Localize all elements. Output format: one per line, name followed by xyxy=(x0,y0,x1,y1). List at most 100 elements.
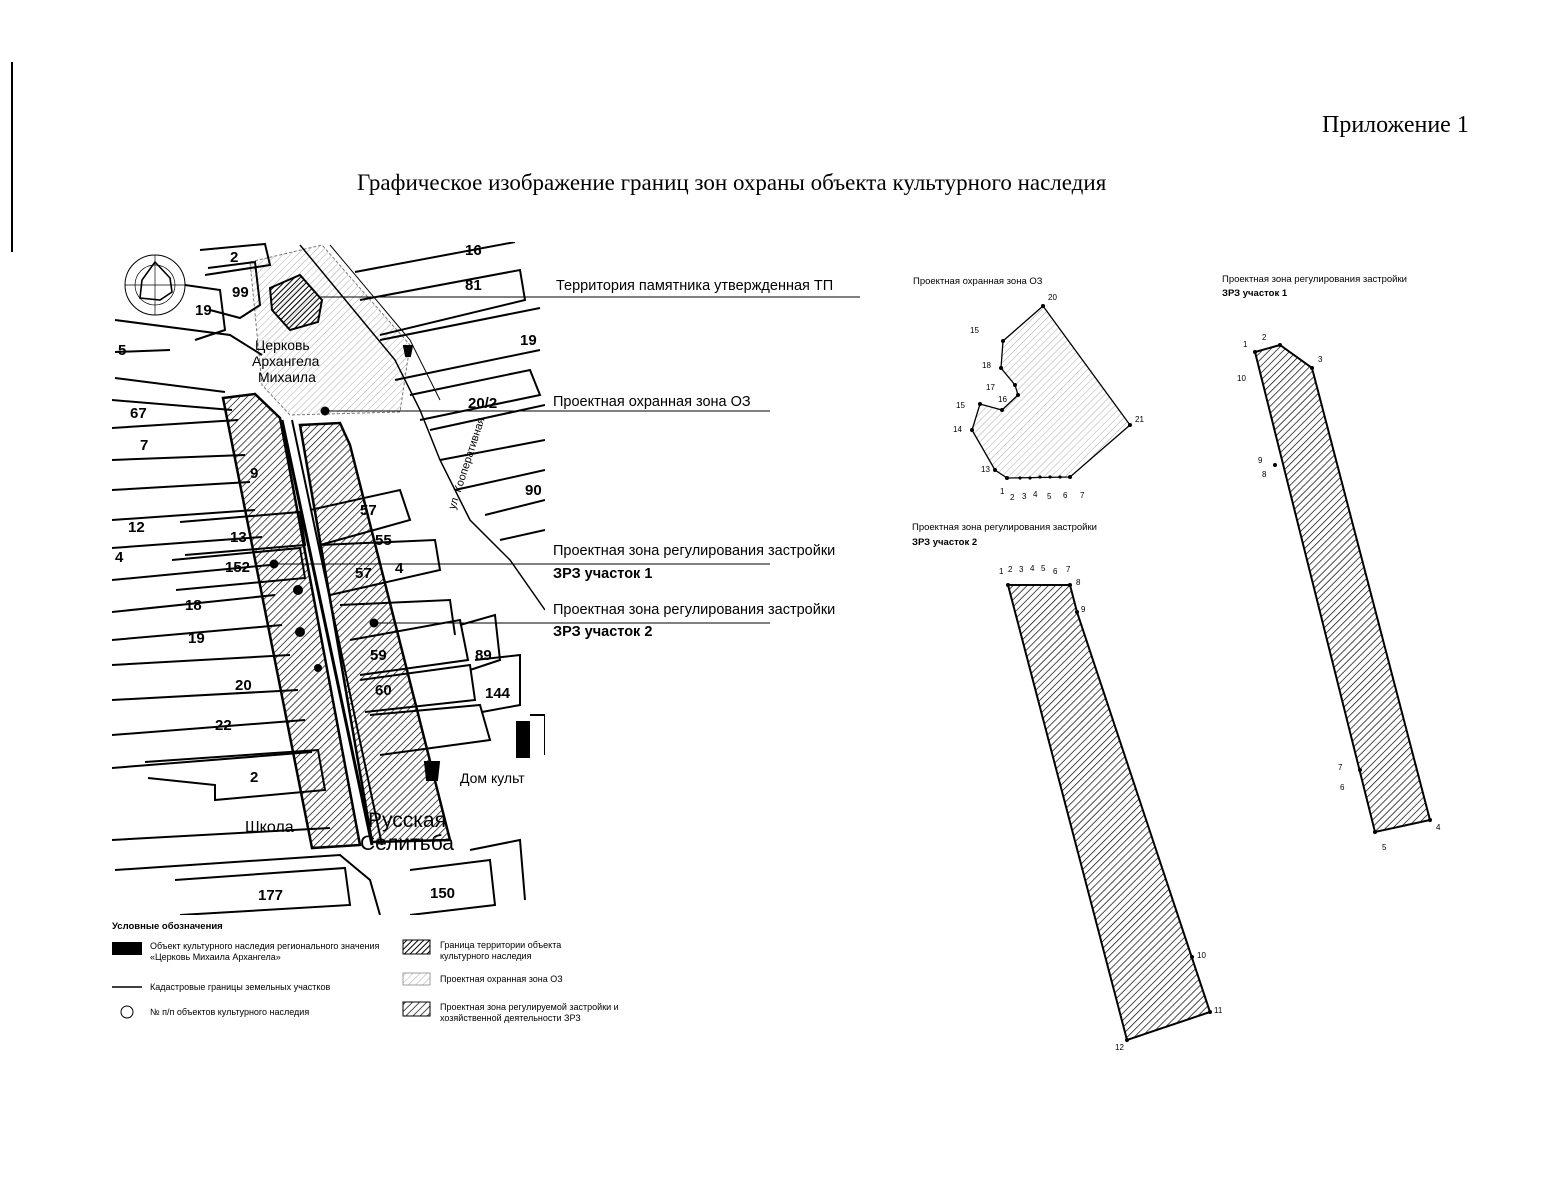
lot-number: 81 xyxy=(465,277,482,294)
district-label-line1: Русская xyxy=(368,809,446,832)
oz-diagram-title: Проектная охранная зона ОЗ xyxy=(913,276,1043,287)
lot-number: 19 xyxy=(188,630,205,647)
svg-text:7: 7 xyxy=(1066,565,1071,574)
cadastral-map xyxy=(112,242,545,915)
svg-text:8: 8 xyxy=(1262,470,1267,479)
svg-text:2: 2 xyxy=(1010,493,1015,502)
lot-number: 16 xyxy=(465,242,482,259)
lot-number: 150 xyxy=(430,885,455,902)
callout-zrz2-line2: ЗРЗ участок 2 xyxy=(553,624,653,640)
svg-text:6: 6 xyxy=(1340,783,1345,792)
legend-item-oz: Проектная охранная зона ОЗ xyxy=(440,974,563,984)
svg-text:2: 2 xyxy=(1008,565,1013,574)
street-label: ул. Кооперативная xyxy=(446,416,487,511)
lot-number: 2 xyxy=(230,249,238,266)
lot-number: 89 xyxy=(475,647,492,664)
svg-text:3: 3 xyxy=(1019,565,1024,574)
lot-number: 9 xyxy=(250,465,258,482)
svg-text:1: 1 xyxy=(1243,340,1248,349)
oz-zone-diagram xyxy=(970,304,1132,480)
svg-text:15: 15 xyxy=(956,401,965,410)
lot-number: 20 xyxy=(235,677,252,694)
compass-rose-icon xyxy=(124,254,186,316)
svg-text:18: 18 xyxy=(982,361,991,370)
legend-heading: Условные обозначения xyxy=(112,921,223,932)
district-label-line2: Селитьба xyxy=(360,832,454,855)
legend-item-territory: Граница территории объекта культурного н… xyxy=(440,940,562,961)
callout-leaders xyxy=(274,296,860,624)
callout-zrz2-line1: Проектная зона регулирования застройки xyxy=(553,602,836,618)
legend-swatches xyxy=(112,939,431,1019)
svg-text:2: 2 xyxy=(1262,333,1267,342)
lot-number: 144 xyxy=(485,685,511,702)
svg-text:3: 3 xyxy=(1022,492,1027,501)
svg-text:17: 17 xyxy=(986,383,995,392)
house-of-culture-label: Дом культ xyxy=(460,770,525,786)
lot-number: 2 xyxy=(250,769,258,786)
lot-number: 12 xyxy=(128,519,145,536)
svg-text:8: 8 xyxy=(1076,578,1081,587)
callout-territory: Территория памятника утвержденная ТП xyxy=(556,278,834,294)
svg-text:4: 4 xyxy=(1030,564,1035,573)
lot-number: 59 xyxy=(370,647,387,664)
svg-text:16: 16 xyxy=(998,395,1007,404)
svg-text:4: 4 xyxy=(1033,490,1038,499)
oz-zone-area xyxy=(249,244,411,416)
svg-text:6: 6 xyxy=(1053,567,1058,576)
svg-text:1: 1 xyxy=(999,567,1004,576)
legend-item-zrz: Проектная зона регулируемой застройки и … xyxy=(440,1002,619,1023)
svg-text:5: 5 xyxy=(1041,564,1046,573)
zrz1-diagram xyxy=(1253,343,1432,834)
lot-number: 4 xyxy=(395,560,404,577)
svg-text:5: 5 xyxy=(1047,492,1052,501)
zrz2-diagram-title-line1: Проектная зона регулирования застройки xyxy=(912,522,1097,533)
svg-text:13: 13 xyxy=(981,465,990,474)
svg-text:14: 14 xyxy=(953,425,962,434)
lot-number: 20/2 xyxy=(468,395,497,412)
svg-text:11: 11 xyxy=(1214,1006,1223,1015)
church-label-line2: Архангела xyxy=(252,353,320,369)
svg-text:15: 15 xyxy=(970,326,979,335)
svg-text:1: 1 xyxy=(1000,487,1005,496)
lot-number: 67 xyxy=(130,405,147,422)
zrz1-diagram-title-line1: Проектная зона регулирования застройки xyxy=(1222,274,1407,285)
svg-text:7: 7 xyxy=(1080,491,1085,500)
lot-number: 55 xyxy=(375,532,392,549)
lot-number: 90 xyxy=(525,482,542,499)
svg-text:6: 6 xyxy=(1063,491,1068,500)
svg-text:4: 4 xyxy=(1436,823,1441,832)
lot-number: 4 xyxy=(115,549,124,566)
lot-number: 7 xyxy=(140,437,148,454)
svg-text:3: 3 xyxy=(1318,355,1323,364)
lot-number-labels: 2 99 19 16 81 19 67 7 9 20/2 12 13 152 1… xyxy=(115,242,542,904)
scan-margin-mark xyxy=(11,62,13,252)
svg-text:5: 5 xyxy=(1382,843,1387,852)
svg-text:10: 10 xyxy=(1237,374,1246,383)
legend-item-number: № п/п объектов культурного наследия xyxy=(150,1007,310,1017)
school-label: Школа xyxy=(245,819,294,836)
svg-text:21: 21 xyxy=(1135,415,1144,424)
page-title: Графическое изображение границ зон охран… xyxy=(357,170,1107,195)
lot-number: 60 xyxy=(375,682,392,699)
church-label-line3: Михаила xyxy=(258,369,316,385)
lot-number: 57 xyxy=(355,565,372,582)
callout-oz: Проектная охранная зона ОЗ xyxy=(553,394,751,410)
lot-number: 177 xyxy=(258,887,283,904)
legend-item-cadastral: Кадастровые границы земельных участков xyxy=(150,982,331,992)
svg-text:10: 10 xyxy=(1197,951,1206,960)
svg-text:12: 12 xyxy=(1115,1043,1124,1052)
lot-number: 13 xyxy=(230,529,247,546)
svg-text:20: 20 xyxy=(1048,293,1057,302)
svg-text:9: 9 xyxy=(1258,456,1263,465)
zrz-area-1 xyxy=(221,392,362,850)
legend-item-object: Объект культурного наследия региональног… xyxy=(150,941,380,962)
lot-number: 19 xyxy=(195,302,212,319)
zrz1-diagram-title-line2: ЗРЗ участок 1 xyxy=(1222,288,1288,299)
callout-zrz1-line1: Проектная зона регулирования застройки xyxy=(553,543,836,559)
lot-number: 152 xyxy=(225,559,250,576)
svg-text:7: 7 xyxy=(1338,763,1343,772)
church-territory xyxy=(268,273,324,332)
zrz-area-2 xyxy=(298,421,452,844)
